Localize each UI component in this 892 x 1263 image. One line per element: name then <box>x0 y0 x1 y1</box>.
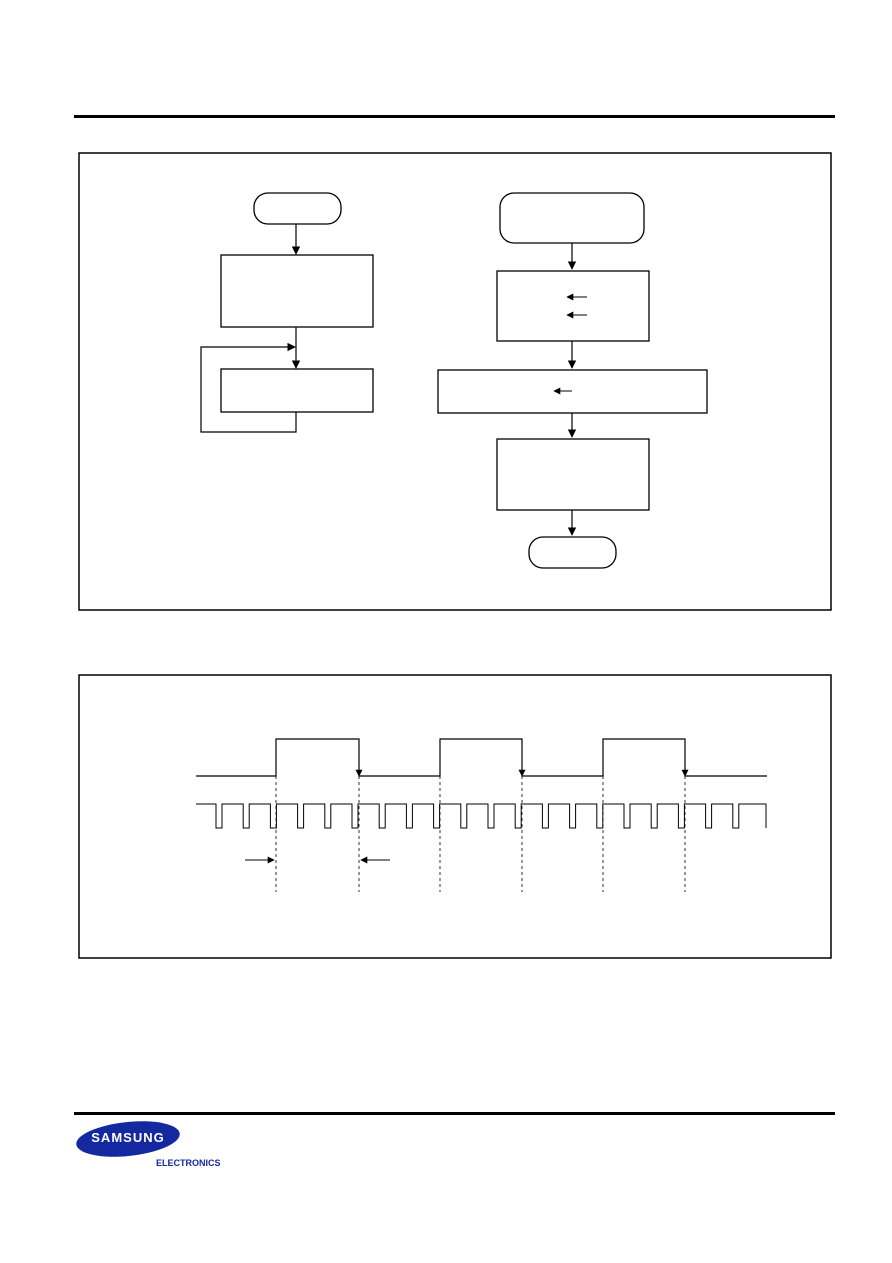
left-start-terminator <box>253 192 342 225</box>
left-process-box-2 <box>220 368 374 413</box>
right-process-box-1 <box>496 270 650 342</box>
timing-frame <box>78 674 832 959</box>
signal-waveform <box>196 738 767 777</box>
logo-subtext: ELECTRONICS <box>156 1158 221 1168</box>
timing-panel <box>78 674 832 959</box>
flowchart-panel <box>78 152 832 611</box>
right-start-terminator <box>499 192 645 244</box>
left-process-box-1 <box>220 254 374 328</box>
right-process-box-2 <box>437 369 708 414</box>
logo-wordmark: SAMSUNG <box>91 1130 165 1145</box>
flowchart-frame <box>78 152 832 611</box>
footer-rule <box>74 1112 835 1115</box>
header-rule <box>74 115 835 118</box>
right-process-box-3 <box>496 438 650 511</box>
left-loop-back-arrow <box>200 342 297 433</box>
dashed-reference-lines <box>275 776 686 892</box>
right-end-terminator <box>528 536 617 569</box>
clock-pulse-train <box>196 803 767 829</box>
samsung-logo: SAMSUNG ELECTRONICS <box>74 1116 236 1172</box>
